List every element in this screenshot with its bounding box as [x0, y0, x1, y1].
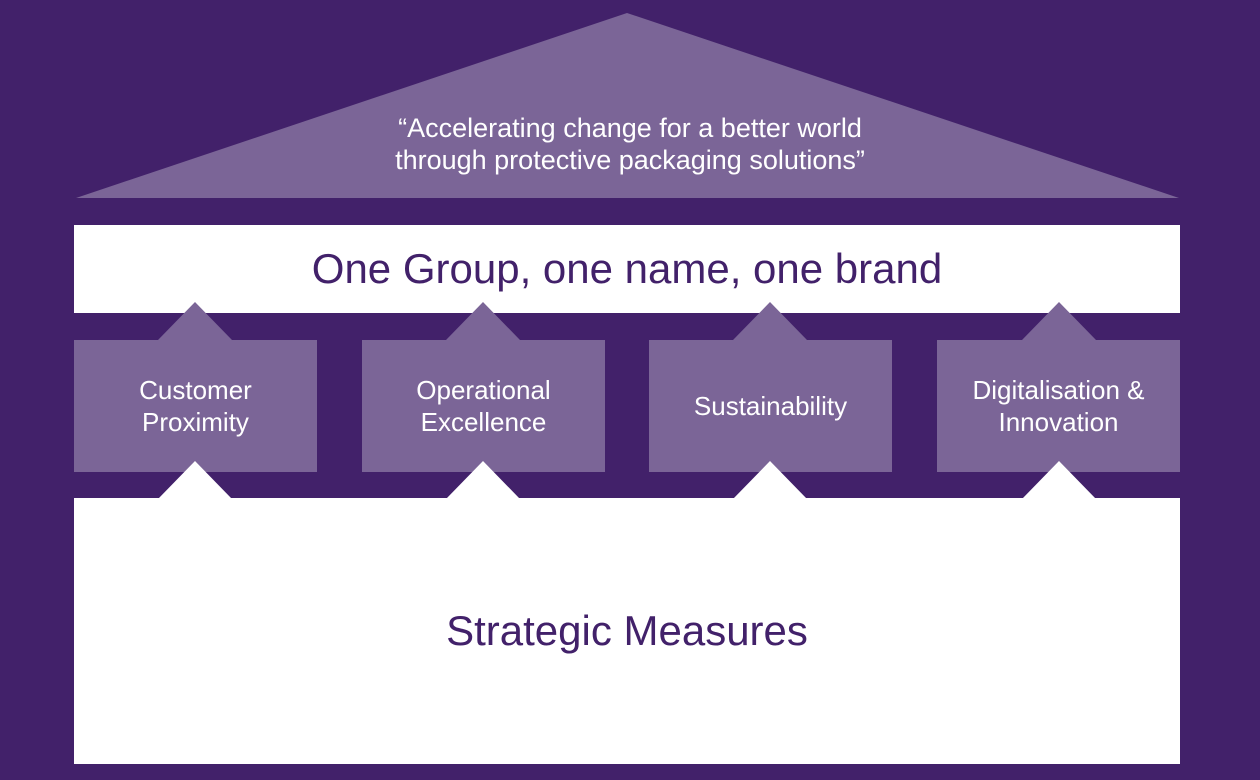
- pillar-box: [362, 340, 605, 472]
- pillar-arrow-up: [158, 302, 232, 340]
- pillar-notch: [1022, 461, 1096, 499]
- pillar-customer-proximity-shape: [74, 302, 317, 499]
- pillar-digitalisation-innovation-shape: [937, 302, 1180, 499]
- pillar-box: [649, 340, 892, 472]
- pillars-graphics: [74, 302, 1180, 499]
- roof: [76, 13, 1179, 198]
- mission-statement: “Accelerating change for a better world …: [395, 113, 865, 175]
- foundation-title: Strategic Measures: [446, 607, 808, 654]
- pillar-box: [937, 340, 1180, 472]
- pillar-arrow-up: [733, 302, 807, 340]
- pillar-operational-excellence: Operational Excellence: [416, 375, 551, 437]
- pillar-box: [74, 340, 317, 472]
- pillar-arrow-up: [446, 302, 520, 340]
- pillar-notch: [733, 461, 807, 499]
- pillar-notch: [158, 461, 232, 499]
- banner-title: One Group, one name, one brand: [311, 245, 943, 292]
- pillar-sustainability-shape: [649, 302, 892, 499]
- pillar-digitalisation-innovation: Digitalisation & Innovation: [972, 375, 1145, 437]
- roof-triangle: [76, 13, 1179, 198]
- pillar-arrow-up: [1022, 302, 1096, 340]
- pillar-notch: [446, 461, 520, 499]
- pillar-customer-proximity: Customer Proximity: [139, 375, 252, 437]
- foundation-panel: Strategic Measures: [74, 498, 1180, 764]
- pillar-sustainability: Sustainability: [693, 391, 848, 421]
- banner-panel: One Group, one name, one brand: [74, 225, 1180, 313]
- pillar-operational-excellence-shape: [362, 302, 605, 499]
